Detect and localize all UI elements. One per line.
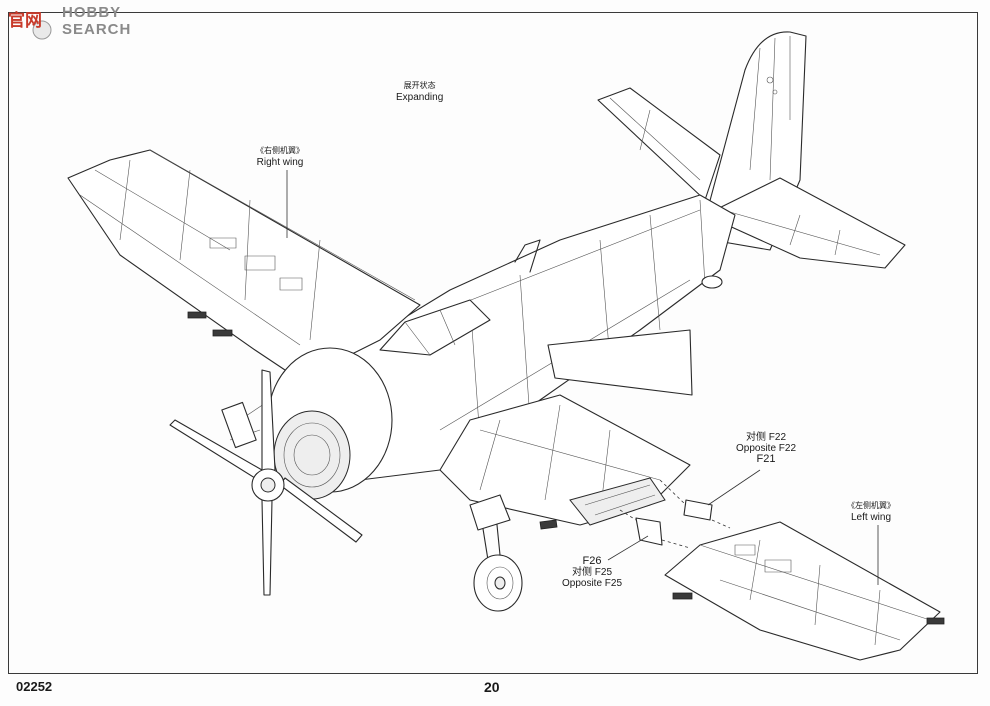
propeller-blade-bottom [262, 500, 272, 595]
expanding-label-cn: 展开状态 [403, 81, 436, 90]
dive-brake [548, 330, 692, 395]
watermark-logo: 官网 [8, 10, 52, 40]
leader-f21 [708, 470, 760, 505]
canopy [380, 300, 490, 355]
part-f21 [684, 500, 712, 520]
callout-f22-opposite: Opposite F22 [736, 443, 797, 454]
watermark-site-text: HOBBY SEARCH [62, 4, 132, 38]
left-stabilizer [705, 178, 905, 268]
right-wing-label-en: Right wing [256, 157, 304, 168]
expanding-label-en: Expanding [396, 92, 444, 103]
left-wing-label-cn: 《左侧机翼》 [847, 501, 895, 510]
callout-f26-part: F26 [582, 555, 602, 567]
page-frame [8, 12, 978, 674]
callout-f25-opposite: Opposite F25 [562, 578, 623, 589]
callout-f21-f22: 对侧 F22 Opposite F22 F21 [736, 432, 796, 465]
tail-wheel [702, 276, 722, 288]
callout-f25-f26: F26 对侧 F25 Opposite F25 [562, 555, 623, 590]
right-wing-label-cn: 《右侧机翼》 [256, 146, 304, 155]
right-wing-label: 《右侧机翼》 Right wing [256, 145, 304, 169]
callout-f25-cn: 对侧 F25 [572, 567, 613, 578]
fuselage [335, 195, 735, 480]
leader-f26 [608, 536, 648, 560]
expanding-label: 展开状态 Expanding [396, 80, 443, 104]
page-number: 20 [484, 679, 500, 695]
callout-f21-part: F21 [756, 453, 776, 465]
right-stabilizer [598, 88, 720, 200]
svg-text:官网: 官网 [8, 10, 42, 31]
left-wing-label: 《左侧机翼》 Left wing [847, 500, 895, 524]
part-f26 [636, 518, 662, 545]
watermark: 官网 HOBBY SEARCH [2, 0, 162, 44]
kit-number: 02252 [16, 679, 53, 694]
callout-f22-cn: 对侧 F22 [746, 432, 787, 443]
left-wing-label-en: Left wing [850, 512, 892, 523]
left-wing-drawing [665, 522, 940, 660]
right-wing-drawing [68, 150, 420, 380]
